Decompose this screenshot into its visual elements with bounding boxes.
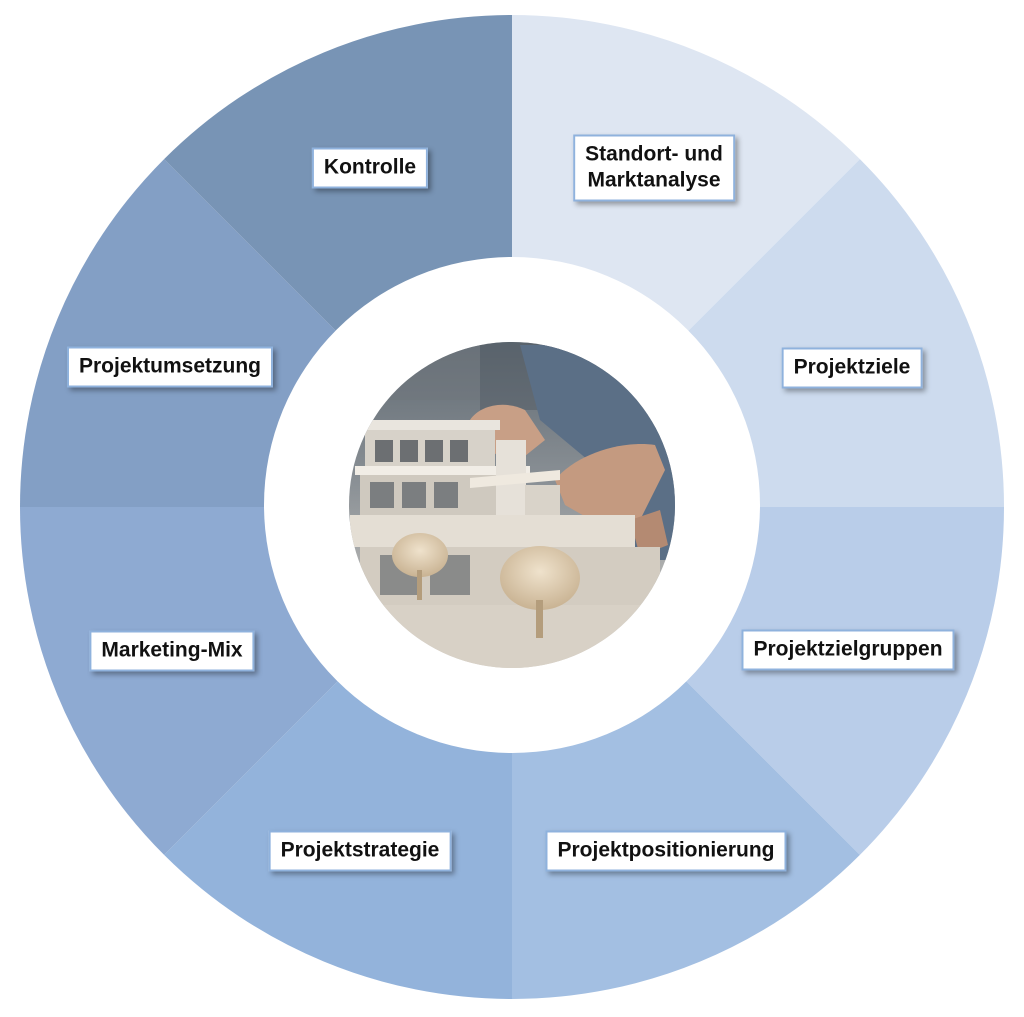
center-photo bbox=[349, 342, 675, 668]
